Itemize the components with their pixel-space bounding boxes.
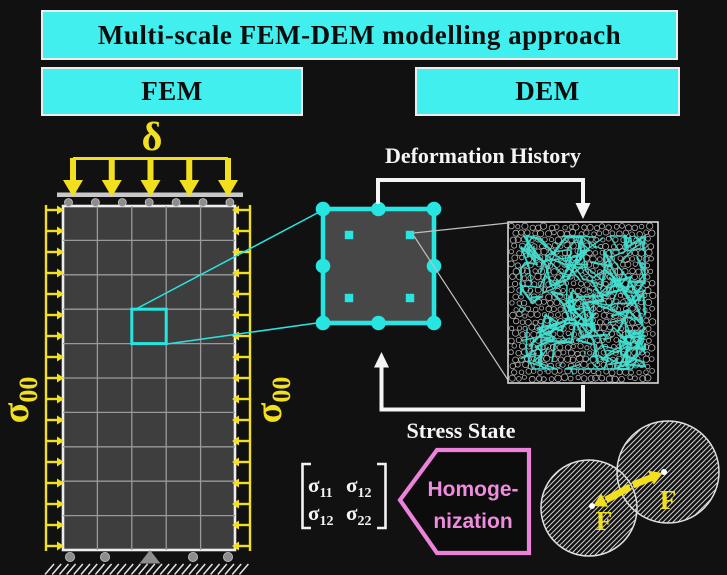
zoom-line-top	[135, 209, 324, 310]
particle-contact: F F	[540, 420, 720, 557]
sigma11: σ11	[308, 473, 333, 501]
particle-right-icon	[616, 420, 720, 524]
homogenization-label-line2: nization	[433, 510, 512, 533]
mesh-grid	[63, 206, 235, 550]
delta-label: δ	[142, 114, 163, 159]
particle-right-center-dot	[661, 469, 667, 475]
finite-element	[315, 201, 442, 331]
sigma00-left-label: σ00	[0, 377, 43, 424]
homogenization-arrow: Homoge- nization	[397, 447, 532, 556]
stress-state-arrowhead-icon	[374, 352, 389, 368]
sigma22: σ22	[346, 501, 371, 529]
fem-banner: FEM	[41, 67, 303, 116]
title-text: Multi-scale FEM-DEM modelling approach	[97, 19, 622, 50]
particle-left-center-dot	[589, 503, 595, 509]
stress-state-label: Stress State	[407, 418, 516, 443]
contact-force-arrow-right-icon	[631, 473, 655, 489]
contact-force-label-left: F	[596, 506, 613, 536]
dem-box-border	[507, 221, 659, 384]
support-rollers-icon	[64, 198, 235, 564]
homogenization-label-line1: Homoge-	[428, 478, 519, 501]
fem-specimen: δ σ00 σ00	[0, 114, 296, 575]
sigma12-bottom: σ12	[308, 501, 333, 529]
title-banner: Multi-scale FEM-DEM modelling approach	[41, 10, 678, 60]
top-load-arrows-icon	[63, 157, 238, 197]
dem-force-network-icon	[517, 234, 647, 376]
stress-tensor-matrix: σ11 σ12 σ12 σ22	[301, 462, 387, 530]
homogenization-arrow-shape-icon	[397, 447, 532, 556]
sigma12-top: σ12	[346, 473, 371, 501]
dem-banner-text: DEM	[515, 76, 580, 106]
deformation-history-arrow	[376, 178, 585, 205]
stress-state-arrow	[379, 366, 585, 412]
ground-hatching-icon	[44, 563, 249, 575]
rve-zoom-line-bottom	[413, 235, 509, 381]
rve-zoom-line-top	[413, 222, 509, 234]
gauss-points-icon	[344, 230, 415, 303]
matrix-left-bracket	[301, 462, 311, 530]
dem-banner: DEM	[415, 67, 680, 116]
dem-specimen	[507, 221, 659, 384]
contact-force-label-right: F	[660, 485, 677, 515]
highlighted-mesh-element	[130, 307, 168, 346]
fem-banner-text: FEM	[141, 76, 203, 106]
deformation-history-label: Deformation History	[385, 143, 581, 168]
side-stress-arrows-icon	[44, 205, 252, 551]
contact-force-arrow-left-icon	[604, 483, 632, 504]
contact-force-arrowhead-right-icon	[648, 470, 663, 485]
zoom-line-bottom	[166, 321, 325, 345]
matrix-right-bracket	[377, 462, 387, 530]
deformation-history-arrowhead-icon	[575, 203, 591, 219]
sigma00-right-label: σ00	[248, 377, 296, 424]
contact-force-arrowhead-left-icon	[593, 493, 608, 507]
element-nodes-icon	[315, 201, 442, 331]
element-body	[320, 206, 437, 326]
